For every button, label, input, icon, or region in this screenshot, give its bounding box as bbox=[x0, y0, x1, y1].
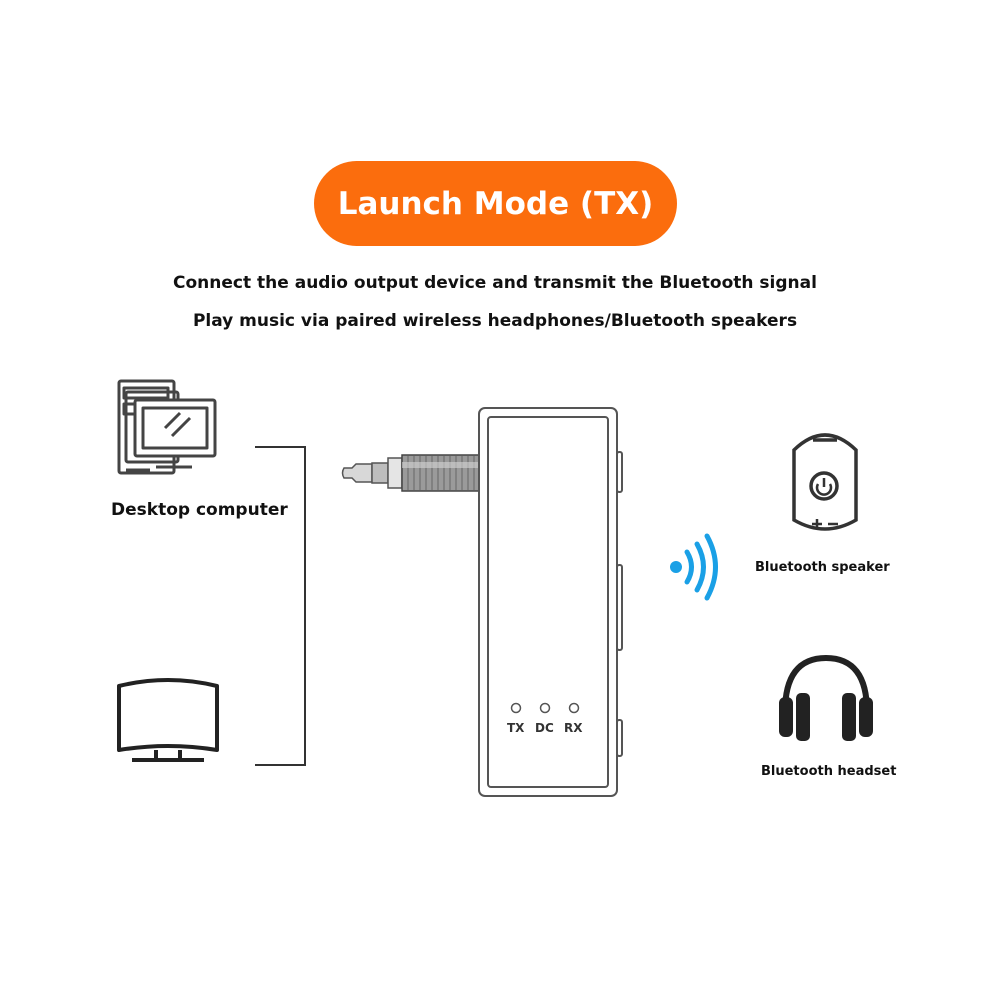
led-rx-label: RX bbox=[564, 721, 583, 735]
led-dc-label: DC bbox=[535, 721, 554, 735]
mode-title: Launch Mode (TX) bbox=[337, 185, 654, 222]
subtitle-line-1: Connect the audio output device and tran… bbox=[173, 273, 817, 293]
subtitle-line-2: Play music via paired wireless headphone… bbox=[192, 311, 798, 331]
connector-bracket bbox=[255, 446, 306, 766]
speaker-icon bbox=[792, 433, 858, 531]
desktop-computer-label: Desktop computer bbox=[111, 500, 288, 520]
tv-monitor-icon bbox=[117, 678, 219, 762]
mode-title-badge: Launch Mode (TX) bbox=[314, 161, 677, 246]
audio-jack-icon bbox=[341, 454, 483, 492]
desktop-computer-icon bbox=[117, 379, 217, 475]
bluetooth-headset-label: Bluetooth headset bbox=[761, 764, 897, 779]
led-tx-label: TX bbox=[507, 721, 525, 735]
bluetooth-adapter-device bbox=[478, 407, 623, 797]
bluetooth-speaker-label: Bluetooth speaker bbox=[755, 560, 890, 575]
bluetooth-signal-icon bbox=[670, 533, 718, 601]
headphones-icon bbox=[779, 654, 873, 741]
